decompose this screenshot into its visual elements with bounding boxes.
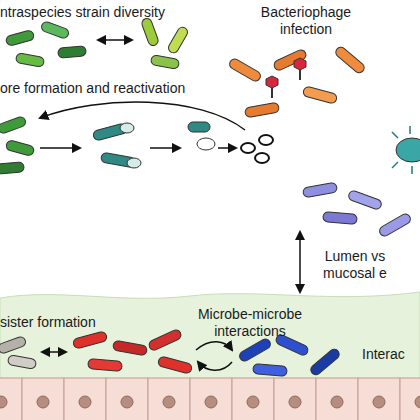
caption-label: sister formation [0, 314, 140, 331]
spores [120, 122, 215, 168]
persister-bacteria [0, 336, 37, 370]
caption-label: Interac [362, 346, 420, 363]
caption-label: Microbe-microbe interactions [188, 306, 312, 340]
cell-nuclei [0, 396, 420, 408]
epithelium [0, 378, 420, 420]
caption-label: ntraspecies strain diversity [0, 4, 230, 21]
red-bacteria [72, 328, 192, 374]
cycle-arrows [40, 102, 245, 148]
strain-bacteria [5, 17, 189, 69]
free-spores [241, 135, 273, 163]
lumen-bacteria [302, 182, 412, 238]
phage-bacteria [228, 45, 366, 118]
spore-bacteria [0, 116, 136, 175]
blue-bacteria [238, 333, 341, 376]
mucus-layer [0, 292, 420, 380]
caption-label: Lumen vs mucosal e [318, 248, 392, 282]
double-arrow [98, 39, 132, 41]
caption-label: Bacteriophage infection [250, 4, 362, 38]
interaction-arrows [196, 342, 232, 371]
phage [266, 58, 306, 98]
double-arrow [42, 351, 66, 353]
double-arrow [299, 232, 301, 292]
caption-label: ore formation and reactivation [0, 80, 240, 97]
spiked-bacterium [392, 126, 420, 174]
